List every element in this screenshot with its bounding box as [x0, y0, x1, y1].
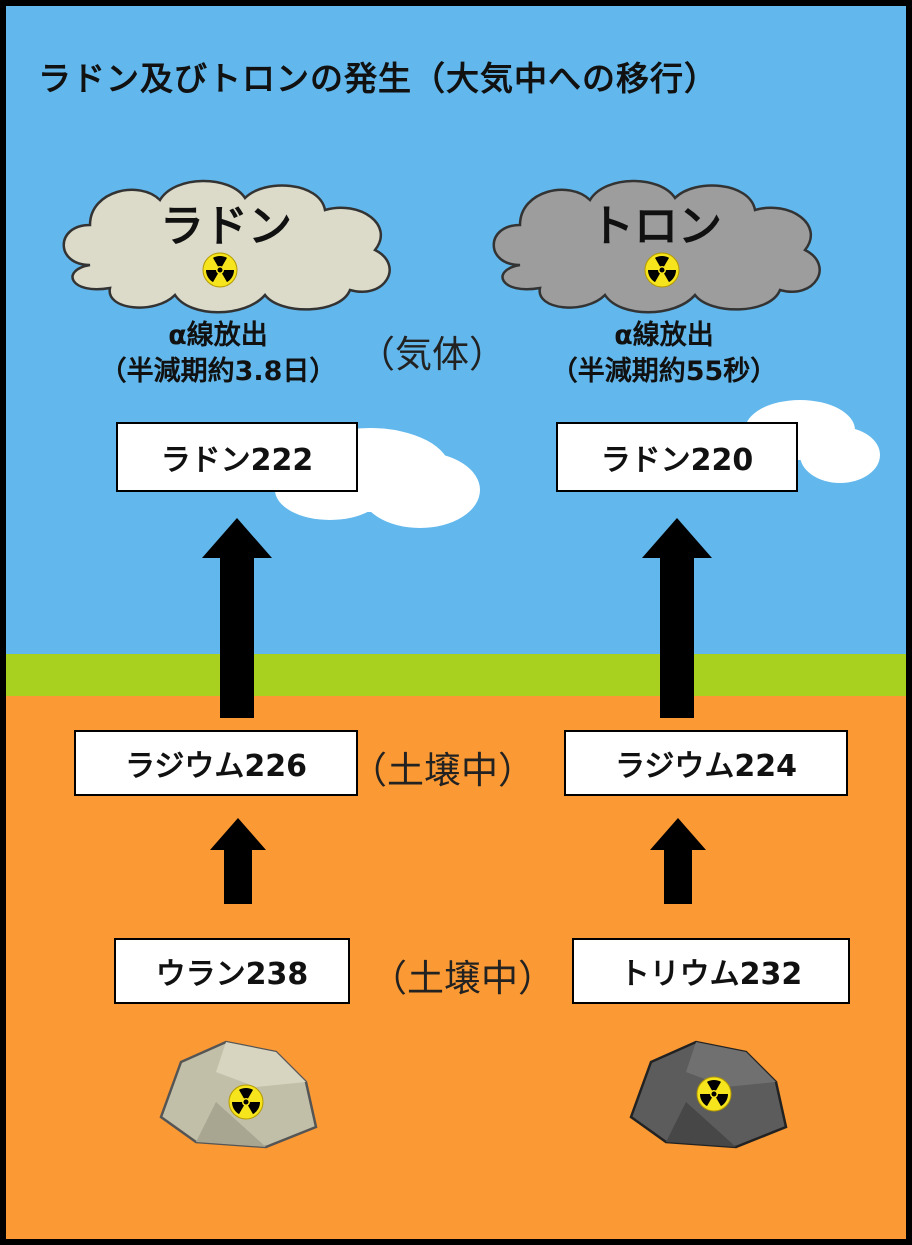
radon-emission-text: α線放出 — [168, 320, 268, 351]
radiation-icon — [644, 252, 680, 288]
thoron-cloud-icon — [492, 179, 821, 314]
page-title: ラドン及びトロンの発生（大気中への移行） — [38, 59, 718, 98]
thoron-emission-text: α線放出 — [614, 320, 714, 351]
grass-strip — [6, 654, 906, 696]
gas-state-label: （気体） — [358, 333, 506, 376]
radium-226-box: ラジウム226 — [74, 730, 358, 796]
thoron-cloud-label: トロン — [590, 201, 722, 252]
thorium-232-box: トリウム232 — [572, 938, 850, 1004]
radium-224-box: ラジウム224 — [564, 730, 848, 796]
thoron-half-life-text: （半減期約55秒） — [550, 356, 778, 388]
up-arrow-icon — [650, 818, 706, 904]
sky-background — [6, 6, 906, 666]
thoron-emission-info: α線放出 （半減期約55秒） — [514, 318, 814, 391]
radiation-icon — [228, 1084, 264, 1120]
soil-state-label-1: （土壌中） — [350, 749, 535, 792]
radon-emission-info: α線放出 （半減期約3.8日） — [68, 318, 368, 391]
radon-cloud-icon — [62, 179, 391, 314]
soil-state-label-2: （土壌中） — [370, 957, 555, 1000]
radon-cloud-label: ラドン — [160, 201, 292, 252]
radon-half-life-text: （半減期約3.8日） — [99, 356, 337, 388]
radiation-icon — [202, 252, 238, 288]
up-arrow-icon — [210, 818, 266, 904]
radon-220-box: ラドン220 — [556, 422, 798, 492]
radiation-icon — [696, 1076, 732, 1112]
radon-222-box: ラドン222 — [116, 422, 358, 492]
thorium-rock-icon — [629, 1040, 788, 1149]
up-arrow-icon — [202, 518, 272, 718]
uranium-238-box: ウラン238 — [114, 938, 350, 1004]
up-arrow-icon — [642, 518, 712, 718]
